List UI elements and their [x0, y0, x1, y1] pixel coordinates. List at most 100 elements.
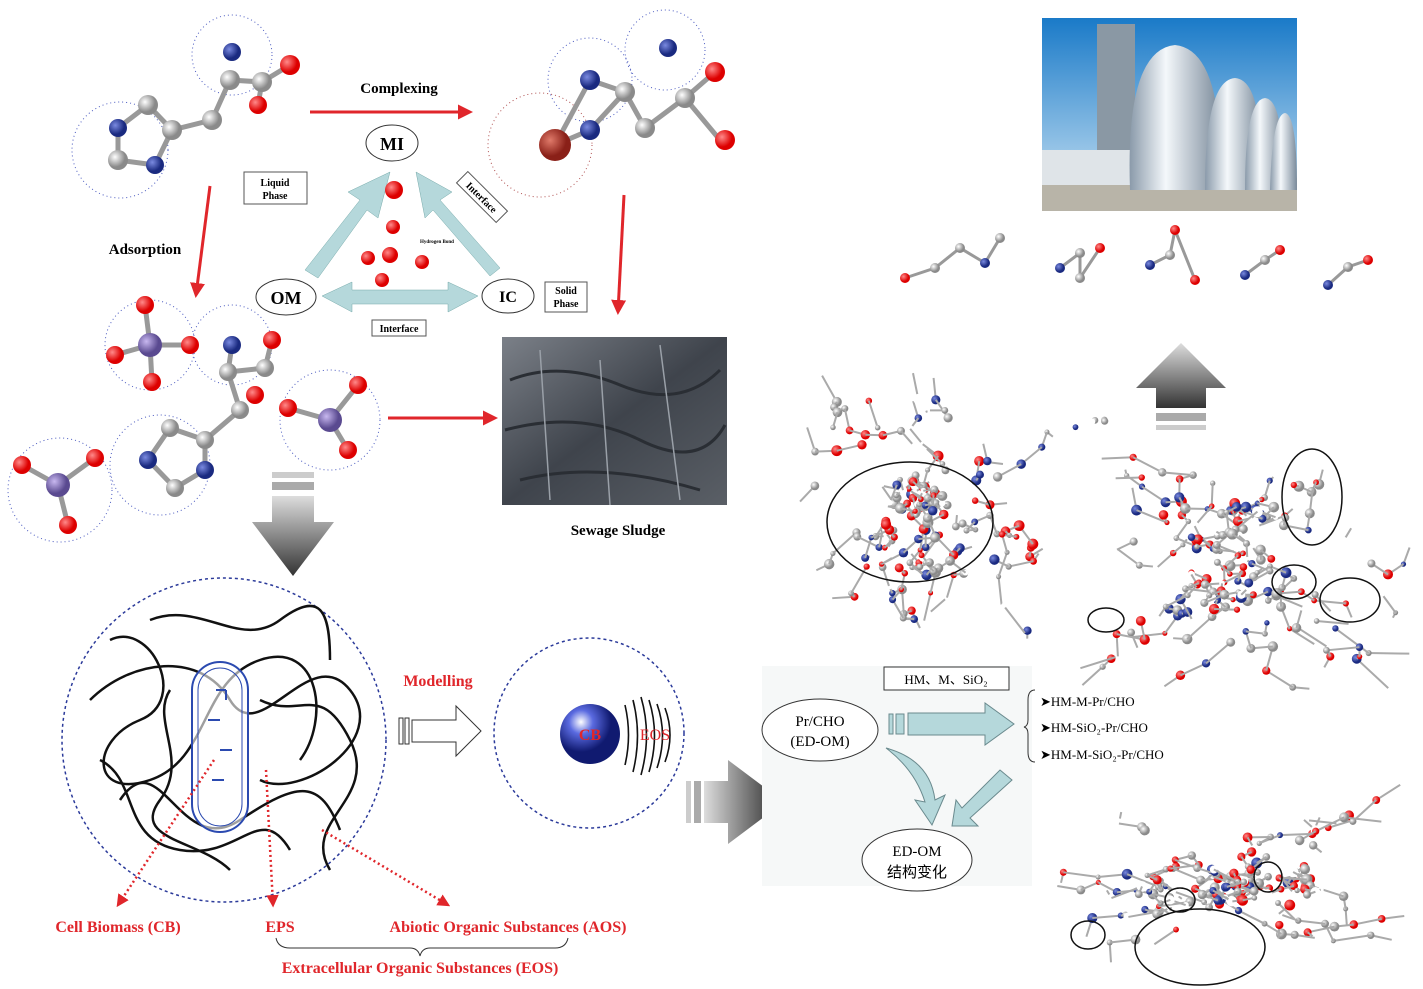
- atom: [892, 480, 902, 490]
- cell-biomass-bacterium: [191, 661, 249, 833]
- atom: [1294, 835, 1305, 846]
- atom: [1224, 560, 1236, 572]
- atom: [1299, 863, 1311, 875]
- atom: [1187, 533, 1196, 541]
- interface-diagonal-box: Interface: [455, 170, 509, 224]
- interaction-triangle: Hydrogen Bond MI OM IC Liquid Phase Soli…: [243, 124, 588, 337]
- up-arrow-large: [1136, 343, 1226, 430]
- eos-layers: [624, 696, 671, 776]
- node-om: [255, 278, 317, 316]
- node-mi-label: MI: [380, 134, 404, 154]
- atom: [983, 456, 992, 466]
- source-ellipse: [761, 698, 879, 762]
- atom: [863, 563, 870, 570]
- teal-flow-arrows: [885, 702, 1015, 827]
- atom: [1249, 591, 1257, 599]
- process-arrows: [190, 104, 627, 426]
- atom: [1313, 618, 1320, 624]
- eps-label: EPS: [265, 919, 294, 936]
- atom: [1304, 508, 1315, 519]
- atom: [1308, 841, 1318, 850]
- atom: [939, 500, 946, 507]
- small-molecules-row: [900, 224, 1373, 290]
- atom: [830, 424, 836, 431]
- atom: [1332, 625, 1339, 632]
- atom: [1239, 563, 1248, 571]
- highlight-circles: [826, 448, 1381, 986]
- atom: [927, 407, 933, 414]
- reagents-label: HM、M、SiO₂: [904, 672, 987, 687]
- node-om-label: OM: [271, 288, 302, 308]
- atom: [1226, 637, 1236, 647]
- atom: [1013, 533, 1020, 540]
- simplified-model: CB EOS: [493, 637, 685, 829]
- atom: [1367, 559, 1376, 568]
- atom: [916, 563, 924, 571]
- structure-change-flow: HM、M、SiO₂ Pr/CHO (ED-OM) ➤HM-M-Pr/CHO ➤H…: [761, 666, 1164, 892]
- water-cluster-icon: [361, 181, 429, 287]
- right-arrow-large: [686, 760, 784, 844]
- atom: [971, 497, 979, 504]
- atom: [1275, 900, 1281, 906]
- source-label-1: Pr/CHO: [795, 714, 844, 730]
- atom: [1249, 886, 1259, 896]
- atom: [1323, 646, 1330, 654]
- atom: [913, 512, 919, 519]
- atom: [1234, 577, 1242, 585]
- atom: [1191, 884, 1200, 893]
- atom: [1135, 615, 1146, 626]
- arrow-om-ic: [321, 281, 479, 313]
- atom: [1242, 832, 1253, 843]
- node-ic-label: IC: [499, 289, 517, 306]
- atom: [1266, 477, 1273, 484]
- atom: [1289, 881, 1298, 890]
- atom: [1129, 537, 1138, 546]
- liquid-phase-box: [243, 171, 308, 205]
- node-ic: [481, 278, 535, 314]
- phosphate-adsorbed-molecule: [7, 296, 381, 543]
- atom: [1212, 528, 1220, 536]
- atom: [918, 552, 925, 559]
- atom: [958, 519, 967, 528]
- atom: [1165, 895, 1175, 905]
- atom: [911, 442, 918, 450]
- aos-label: Abiotic Organic Substances (AOS): [390, 919, 627, 936]
- histidine-molecule: [71, 14, 300, 199]
- interface-bottom-box: [371, 319, 427, 337]
- atom: [913, 393, 924, 405]
- atom: [1321, 919, 1330, 928]
- complexing-label: Complexing: [360, 81, 438, 97]
- atom: [1190, 521, 1200, 531]
- atom: [1138, 474, 1145, 481]
- atom: [974, 456, 985, 467]
- atom: [1089, 418, 1096, 425]
- atom: [1059, 868, 1067, 876]
- atom: [975, 470, 984, 479]
- to-sludge-arrow: [611, 194, 627, 315]
- atom: [1209, 865, 1218, 874]
- atom: [1303, 890, 1312, 899]
- interface-bottom-label: Interface: [380, 324, 419, 335]
- cb-label: CB: [579, 727, 602, 744]
- atom: [1341, 536, 1348, 543]
- source-label-2: (ED-OM): [790, 734, 849, 750]
- atom: [1246, 865, 1256, 874]
- result-label-1: ED-OM: [892, 844, 941, 860]
- hydrogen-bond-label: Hydrogen Bond: [420, 240, 454, 245]
- atom: [1139, 825, 1150, 836]
- atom: [1001, 603, 1007, 609]
- atom: [1284, 899, 1296, 911]
- modelling-label: Modelling: [403, 673, 472, 690]
- solid-phase-label-2: Phase: [554, 299, 580, 310]
- atom: [1275, 920, 1284, 930]
- atom: [1267, 554, 1276, 563]
- atom: [1095, 874, 1101, 880]
- atom: [998, 531, 1006, 538]
- solid-phase-box: [544, 281, 588, 313]
- atom: [1240, 878, 1248, 886]
- macromolecule-structures: [799, 372, 1411, 963]
- atom: [1311, 591, 1319, 599]
- atom: [930, 492, 937, 499]
- eos-brace: [275, 937, 569, 957]
